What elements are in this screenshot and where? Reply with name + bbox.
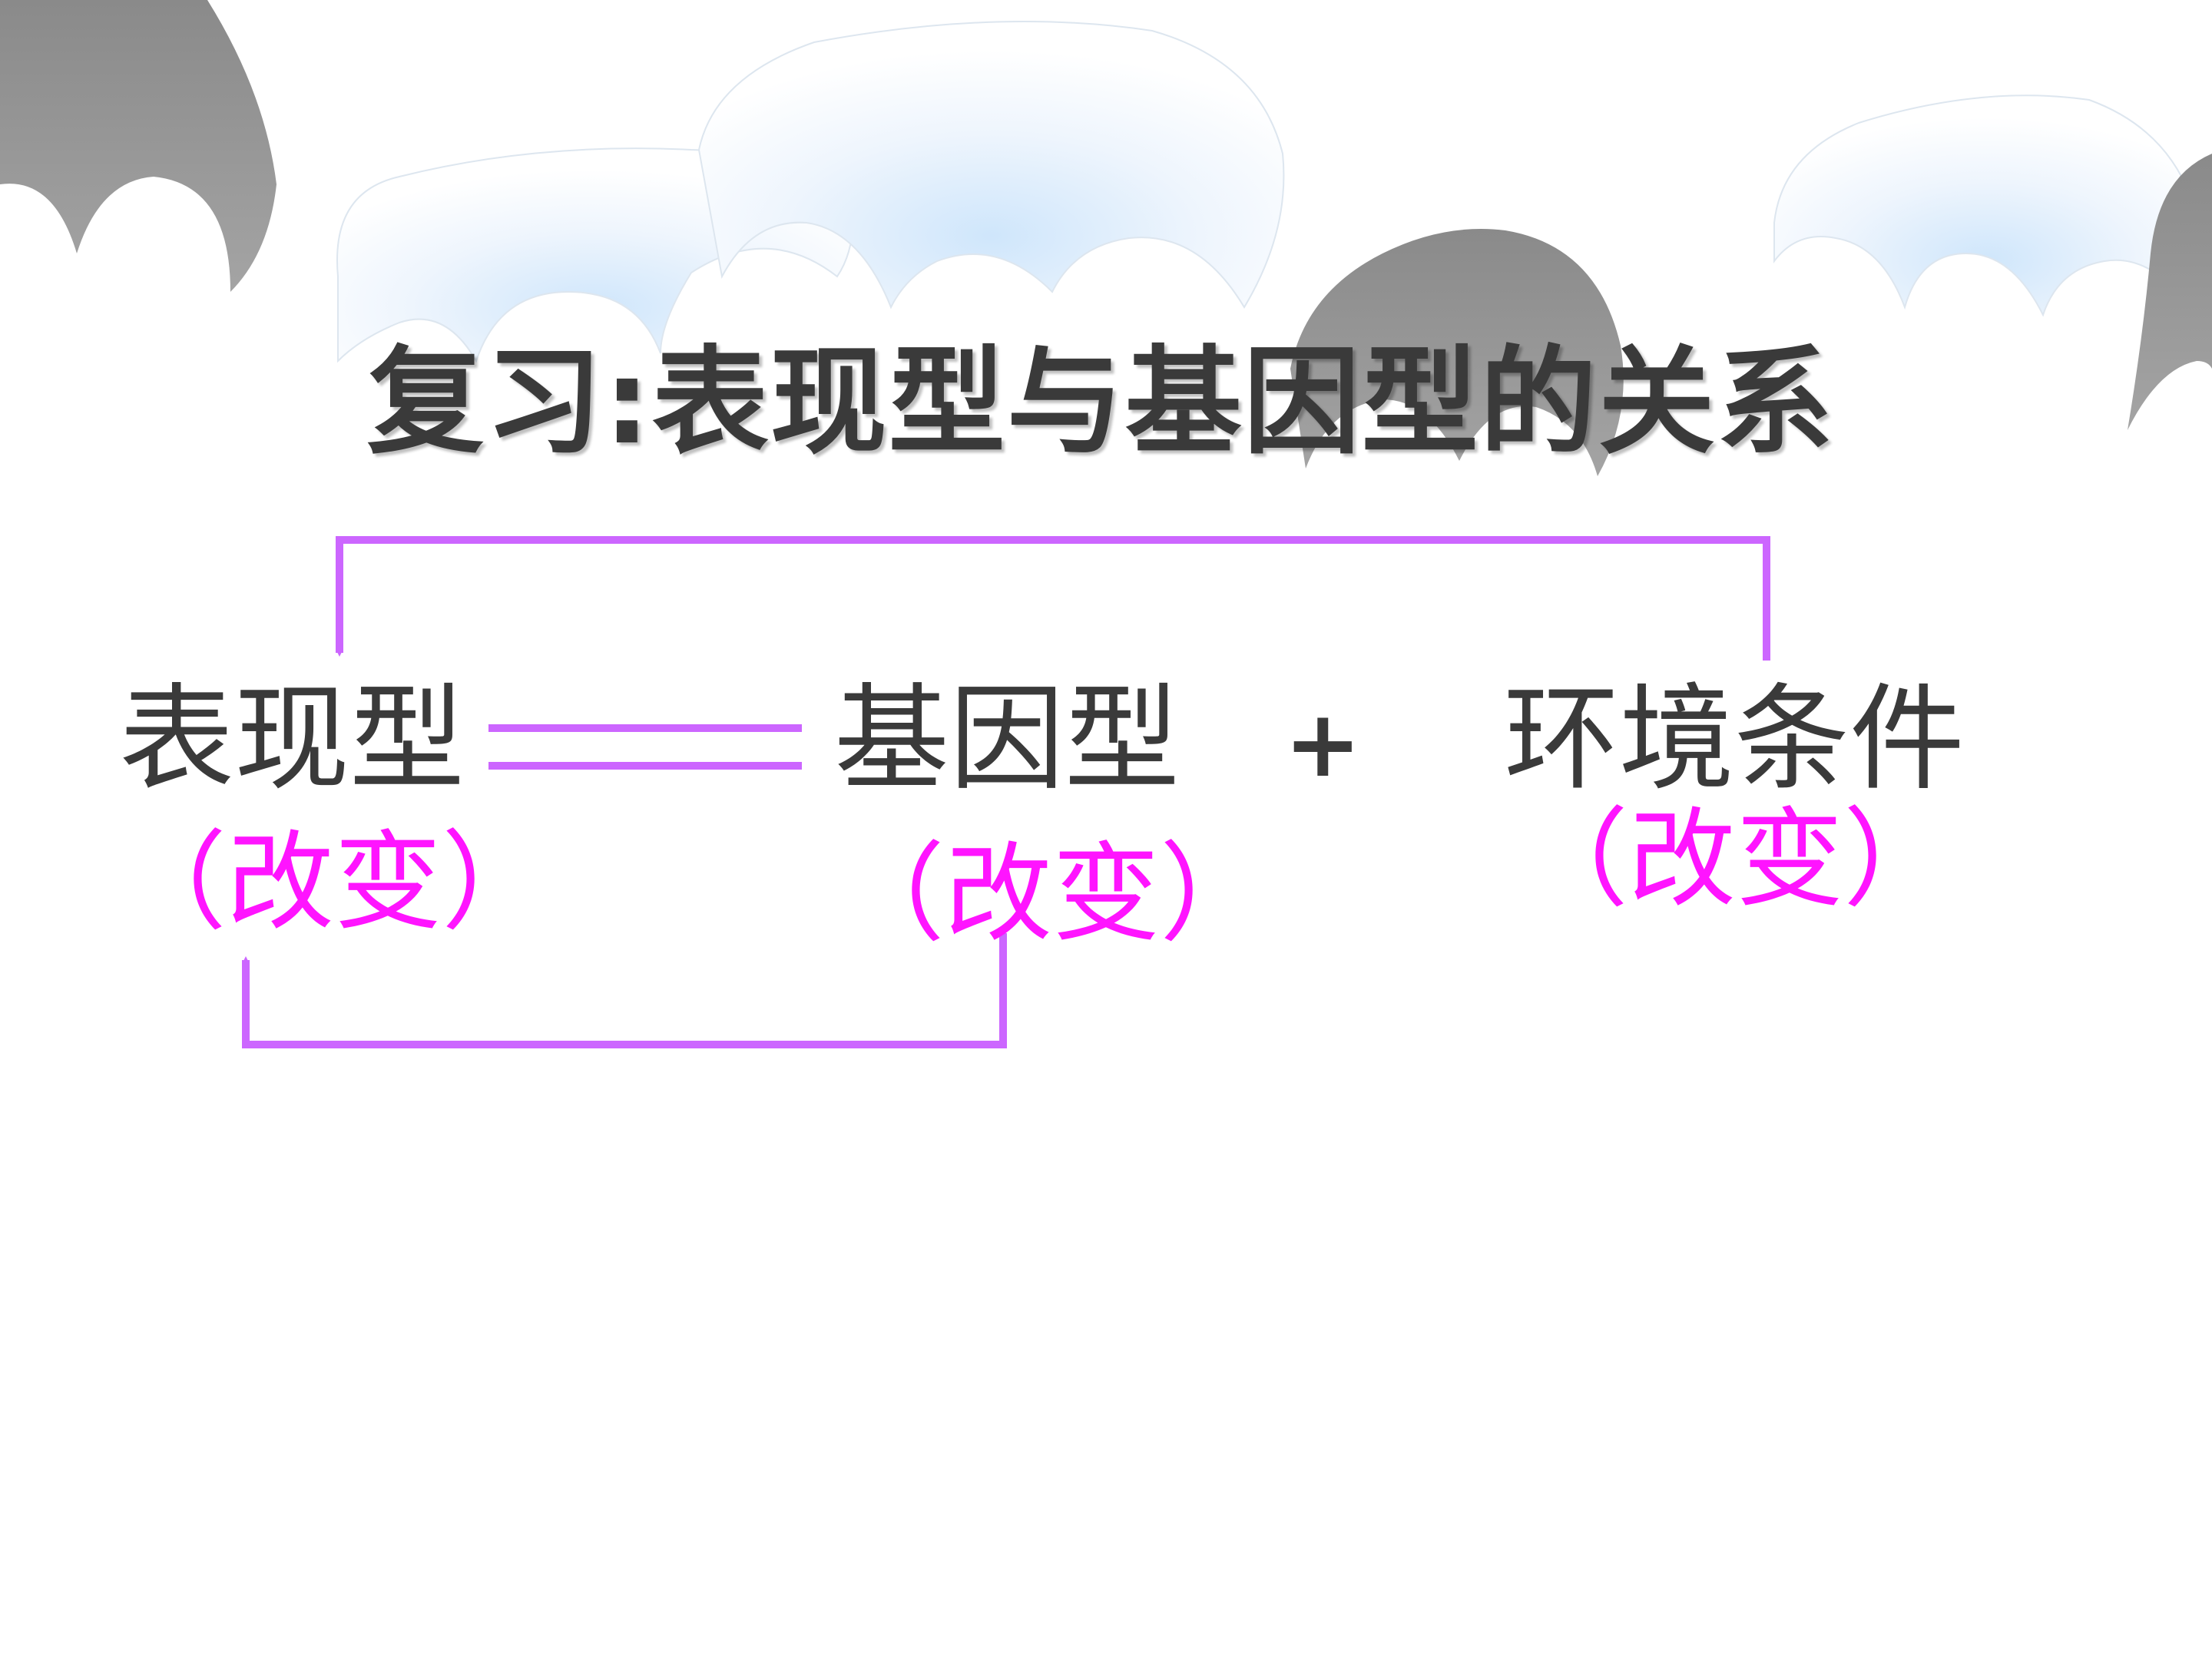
grey-cloud-shape bbox=[1290, 229, 1624, 476]
grey-cloud-shape bbox=[0, 0, 276, 292]
page-title: 复习:表现型与基因型的关系 bbox=[367, 334, 1835, 470]
grey-cloud-shape bbox=[2128, 154, 2212, 430]
arrow-environment-to-phenotype bbox=[336, 536, 1770, 661]
white-cloud-shape bbox=[1773, 94, 2200, 317]
plus-sign: + bbox=[1284, 691, 1362, 798]
phenotype-change-label: （改变） bbox=[119, 820, 550, 945]
white-cloud-shape bbox=[697, 21, 1285, 310]
genotype-label: 基因型 bbox=[834, 673, 1181, 806]
genotype-change-label: （改变） bbox=[837, 832, 1268, 957]
environment-label: 环境条件 bbox=[1504, 673, 1965, 806]
arrow-genotype-to-phenotype bbox=[242, 933, 1007, 1048]
environment-change-label: （改变） bbox=[1521, 797, 1952, 922]
phenotype-label: 表现型 bbox=[119, 673, 465, 806]
